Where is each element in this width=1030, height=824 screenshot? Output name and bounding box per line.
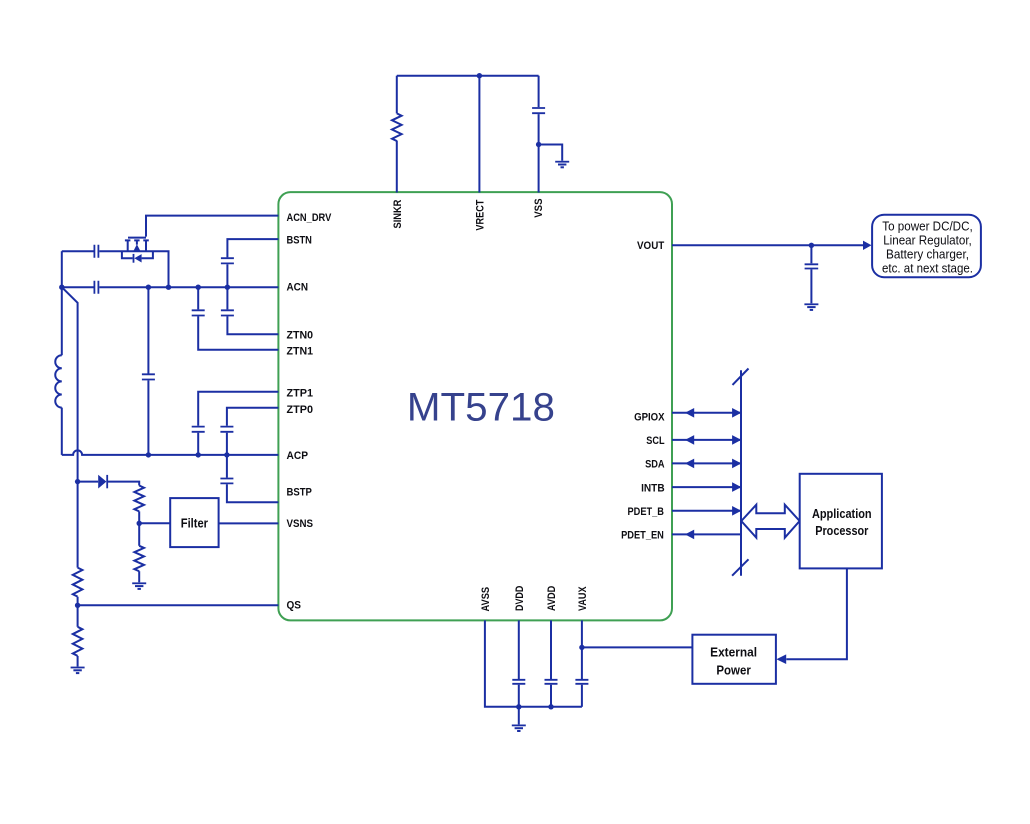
svg-text:Power: Power bbox=[716, 663, 751, 677]
svg-text:VSNS: VSNS bbox=[287, 518, 314, 530]
svg-text:Application: Application bbox=[812, 507, 872, 521]
svg-text:DVDD: DVDD bbox=[514, 586, 526, 611]
svg-text:QS: QS bbox=[287, 600, 302, 612]
svg-text:Processor: Processor bbox=[815, 524, 868, 538]
svg-text:BSTN: BSTN bbox=[287, 234, 312, 246]
svg-text:ZTN0: ZTN0 bbox=[287, 329, 314, 341]
svg-text:Battery charger,: Battery charger, bbox=[886, 247, 969, 261]
svg-text:ZTP1: ZTP1 bbox=[287, 388, 314, 400]
svg-text:PDET_EN: PDET_EN bbox=[621, 530, 664, 542]
svg-text:MT5718: MT5718 bbox=[407, 386, 555, 430]
svg-text:AVSS: AVSS bbox=[480, 587, 492, 612]
svg-text:VAUX: VAUX bbox=[577, 586, 589, 611]
svg-text:etc. at next stage.: etc. at next stage. bbox=[882, 261, 973, 275]
svg-text:External: External bbox=[710, 645, 757, 659]
svg-text:ACN_DRV: ACN_DRV bbox=[287, 212, 332, 224]
svg-text:SCL: SCL bbox=[646, 435, 665, 447]
svg-text:SINKR: SINKR bbox=[392, 200, 404, 229]
svg-text:BSTP: BSTP bbox=[287, 486, 312, 498]
svg-text:GPIOX: GPIOX bbox=[634, 412, 665, 424]
svg-text:PDET_B: PDET_B bbox=[628, 506, 664, 518]
svg-text:To power DC/DC,: To power DC/DC, bbox=[882, 220, 972, 234]
svg-text:Filter: Filter bbox=[181, 516, 208, 530]
svg-text:INTB: INTB bbox=[641, 482, 665, 494]
svg-text:Linear Regulator,: Linear Regulator, bbox=[883, 233, 972, 247]
svg-text:VRECT: VRECT bbox=[474, 199, 486, 230]
svg-text:ACP: ACP bbox=[287, 450, 309, 462]
svg-text:ZTP0: ZTP0 bbox=[287, 404, 314, 416]
svg-text:ACN: ACN bbox=[287, 282, 309, 294]
svg-text:VSS: VSS bbox=[533, 199, 545, 218]
svg-text:SDA: SDA bbox=[645, 459, 665, 471]
svg-text:VOUT: VOUT bbox=[637, 240, 665, 252]
svg-text:AVDD: AVDD bbox=[546, 586, 558, 611]
svg-text:ZTN1: ZTN1 bbox=[287, 346, 314, 358]
